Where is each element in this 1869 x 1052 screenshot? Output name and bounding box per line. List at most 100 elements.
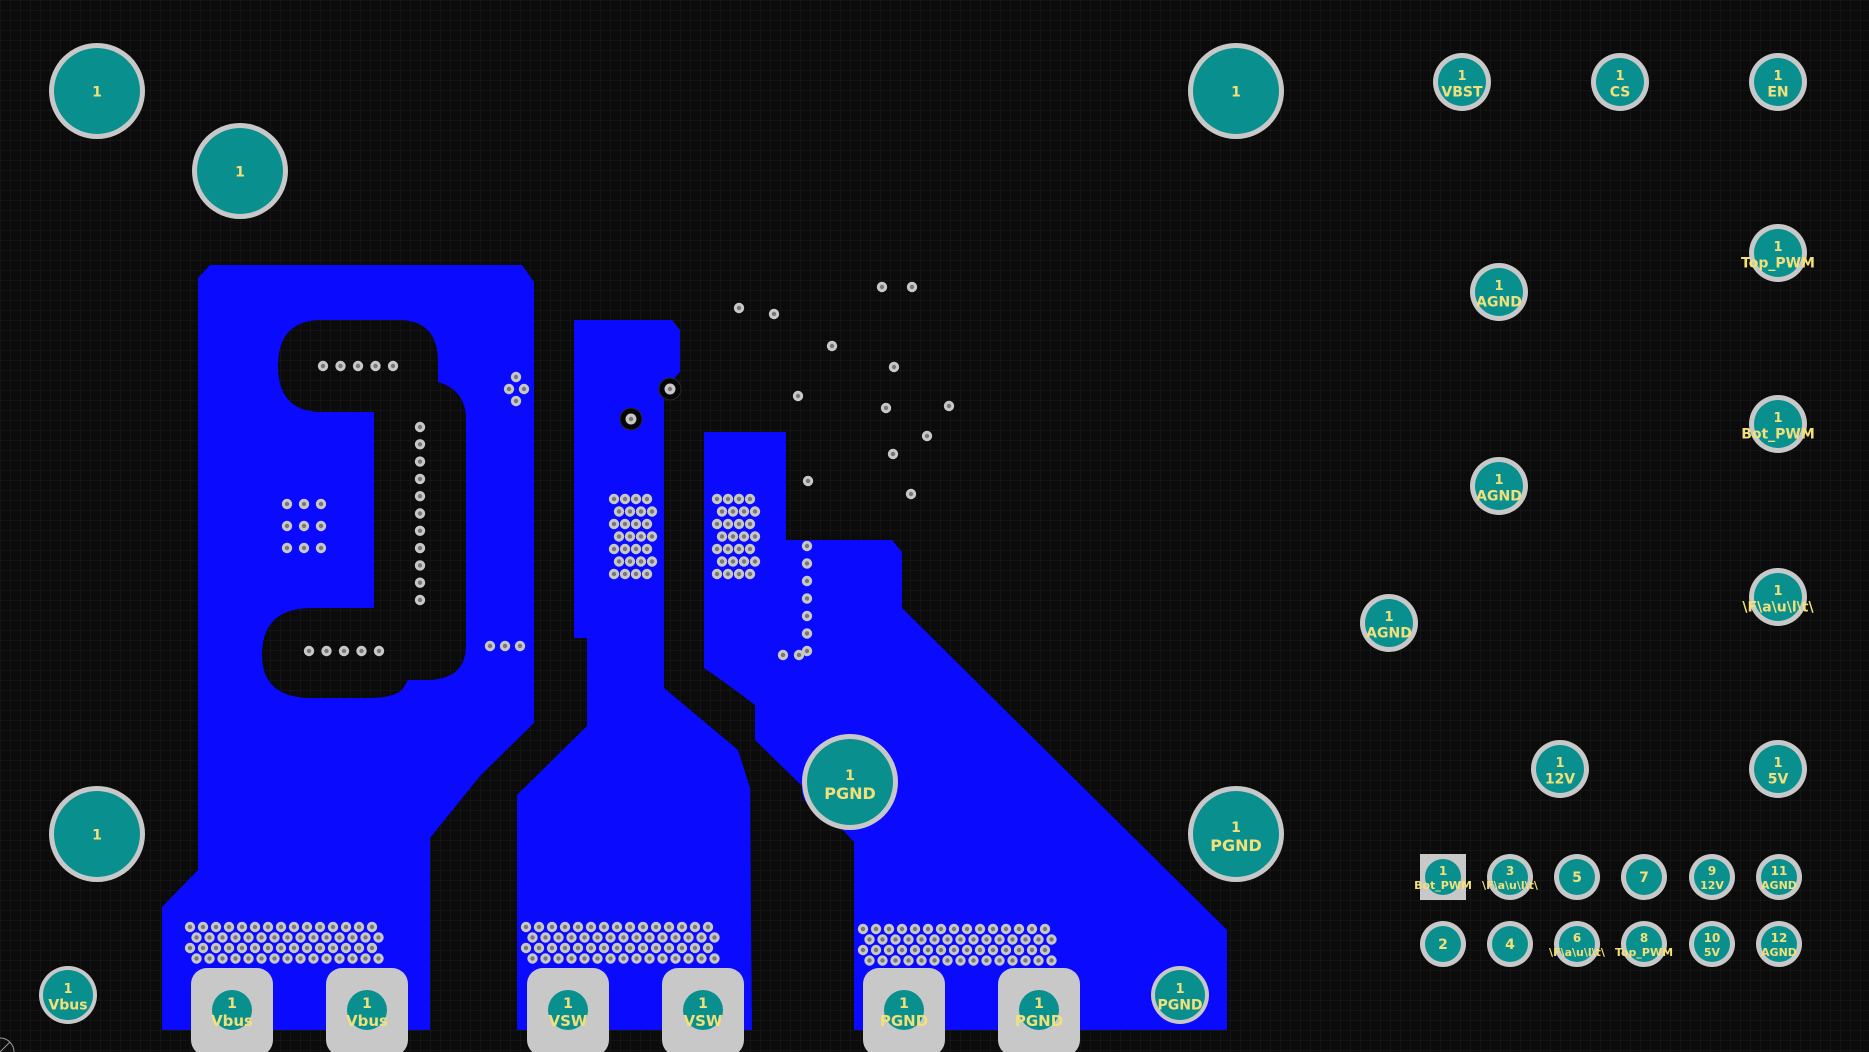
- via[interactable]: [922, 944, 934, 956]
- via[interactable]: [650, 921, 662, 933]
- copper-pour-vbus[interactable]: [162, 265, 534, 1030]
- via[interactable]: [733, 493, 745, 505]
- copper-pour-pgnd[interactable]: [704, 432, 1227, 1030]
- via[interactable]: [281, 520, 293, 532]
- via[interactable]: [887, 448, 899, 460]
- via[interactable]: [733, 518, 745, 530]
- copper-pour-vsw[interactable]: [517, 320, 752, 1030]
- via[interactable]: [230, 932, 241, 943]
- via[interactable]: [191, 932, 202, 943]
- via[interactable]: [650, 942, 662, 954]
- via[interactable]: [262, 921, 274, 933]
- via[interactable]: [801, 593, 813, 604]
- via[interactable]: [1039, 944, 1051, 956]
- via[interactable]: [608, 518, 620, 530]
- via[interactable]: [298, 520, 310, 532]
- via[interactable]: [585, 921, 597, 933]
- via[interactable]: [968, 955, 979, 966]
- header-pin[interactable]: 3\F\a\u\l\t\: [1482, 854, 1539, 900]
- via[interactable]: [281, 498, 293, 510]
- mounting-hole[interactable]: 1: [49, 43, 145, 139]
- via[interactable]: [223, 942, 235, 954]
- via[interactable]: [414, 542, 426, 554]
- header-pin[interactable]: 2: [1420, 921, 1466, 967]
- via[interactable]: [968, 934, 979, 945]
- via[interactable]: [870, 923, 882, 935]
- via[interactable]: [624, 556, 636, 567]
- via[interactable]: [906, 281, 918, 293]
- via[interactable]: [288, 942, 300, 954]
- via[interactable]: [994, 934, 1005, 945]
- via[interactable]: [197, 942, 209, 954]
- via[interactable]: [670, 953, 681, 964]
- via[interactable]: [916, 955, 927, 966]
- via[interactable]: [572, 921, 584, 933]
- via[interactable]: [711, 568, 723, 580]
- via[interactable]: [308, 932, 319, 943]
- via[interactable]: [637, 921, 649, 933]
- via[interactable]: [579, 932, 590, 943]
- via[interactable]: [275, 921, 287, 933]
- via[interactable]: [916, 934, 927, 945]
- via[interactable]: [1000, 923, 1012, 935]
- via[interactable]: [716, 531, 728, 542]
- via[interactable]: [334, 932, 345, 943]
- via[interactable]: [646, 531, 658, 542]
- via[interactable]: [619, 493, 631, 505]
- via[interactable]: [288, 921, 300, 933]
- via[interactable]: [317, 360, 329, 372]
- via[interactable]: [414, 473, 426, 485]
- header-pin[interactable]: 7: [1621, 854, 1667, 900]
- via[interactable]: [269, 932, 280, 943]
- via[interactable]: [281, 542, 293, 554]
- via[interactable]: [826, 340, 838, 352]
- via[interactable]: [1007, 934, 1018, 945]
- via[interactable]: [768, 308, 780, 320]
- header-pin[interactable]: 5: [1554, 854, 1600, 900]
- via[interactable]: [303, 645, 315, 657]
- isolated-via[interactable]: [619, 407, 643, 431]
- via[interactable]: [909, 944, 921, 956]
- via[interactable]: [503, 383, 515, 395]
- via[interactable]: [702, 921, 714, 933]
- mounting-hole[interactable]: 1: [1188, 43, 1284, 139]
- via[interactable]: [987, 944, 999, 956]
- via[interactable]: [801, 645, 813, 657]
- via[interactable]: [961, 944, 973, 956]
- via[interactable]: [888, 361, 900, 373]
- via[interactable]: [184, 942, 196, 954]
- via[interactable]: [598, 942, 610, 954]
- via[interactable]: [624, 531, 636, 542]
- via[interactable]: [749, 556, 761, 567]
- test-point-5v[interactable]: 15V: [1749, 740, 1807, 798]
- via[interactable]: [520, 942, 532, 954]
- via[interactable]: [360, 932, 371, 943]
- via[interactable]: [184, 921, 196, 933]
- via[interactable]: [262, 942, 274, 954]
- via[interactable]: [527, 953, 538, 964]
- via[interactable]: [230, 953, 241, 964]
- via[interactable]: [635, 556, 647, 567]
- via[interactable]: [727, 506, 739, 517]
- via[interactable]: [644, 953, 655, 964]
- via[interactable]: [696, 932, 707, 943]
- via[interactable]: [631, 953, 642, 964]
- via[interactable]: [905, 488, 917, 500]
- via[interactable]: [689, 921, 701, 933]
- via[interactable]: [722, 518, 734, 530]
- via[interactable]: [315, 498, 327, 510]
- via[interactable]: [670, 932, 681, 943]
- via[interactable]: [1013, 944, 1025, 956]
- via[interactable]: [335, 360, 346, 372]
- via[interactable]: [870, 944, 882, 956]
- via[interactable]: [315, 520, 327, 532]
